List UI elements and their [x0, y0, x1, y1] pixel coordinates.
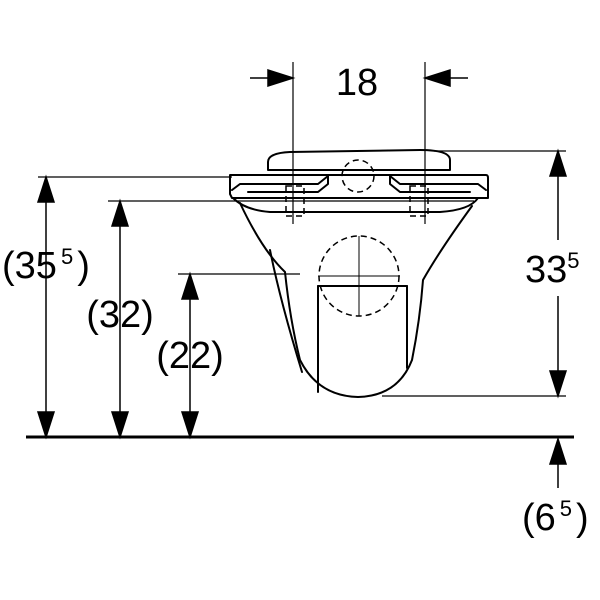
arrow-right-bottom [548, 370, 568, 399]
center-lines [318, 236, 400, 316]
dim-height-right: 335 [525, 248, 580, 291]
bowl-front [269, 249, 303, 373]
arrow-outer-top [36, 174, 56, 203]
arrow-top-right [422, 68, 451, 88]
arrow-mid-bottom [110, 411, 130, 440]
dim-height-mid: (32) [86, 294, 154, 336]
bowl-body [239, 202, 473, 398]
fixing-right [409, 185, 429, 217]
arrow-mid-top [110, 198, 130, 227]
fixing-left [285, 185, 305, 217]
dimension-lines [36, 68, 568, 488]
dim-height-inner: (22) [156, 335, 224, 377]
extension-lines [38, 62, 566, 397]
bowl-rim [232, 197, 479, 213]
arrow-inner-bottom [180, 411, 200, 440]
wc-outline [229, 149, 489, 398]
arrow-top-left [267, 68, 296, 88]
seat [229, 174, 489, 199]
dim-top-width: 18 [336, 62, 378, 104]
hinge-left [231, 175, 329, 193]
arrow-below-floor [548, 436, 568, 465]
inlet-circle [341, 159, 375, 193]
arrow-outer-bottom [36, 411, 56, 440]
arrow-right-top [548, 148, 568, 177]
hinge-right [389, 175, 487, 193]
arrow-inner-top [180, 271, 200, 300]
